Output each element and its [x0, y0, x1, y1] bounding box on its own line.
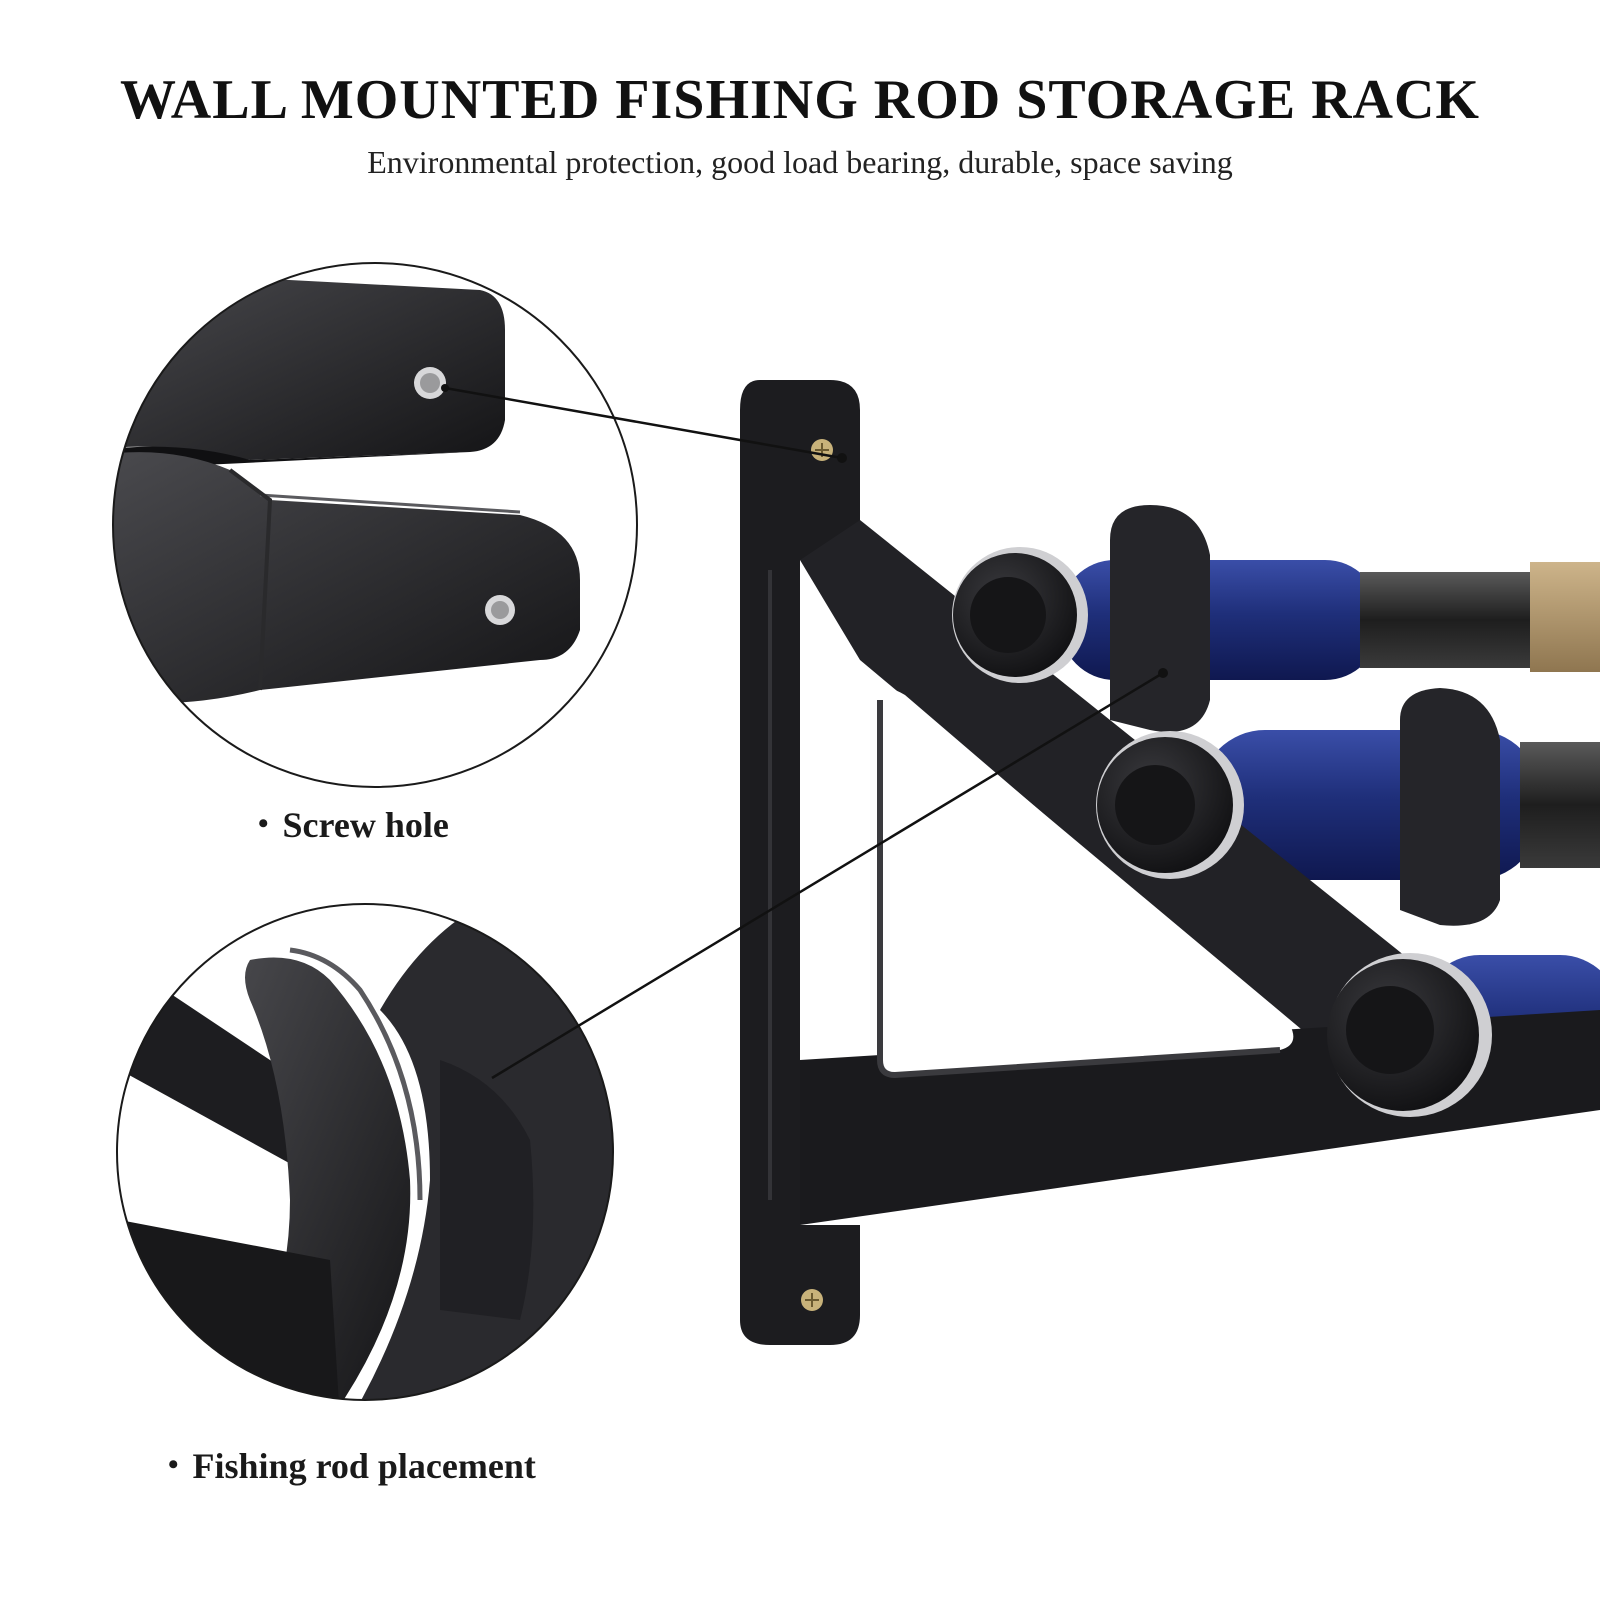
rack-main	[740, 380, 1600, 1345]
leader-line-rod-placement	[491, 668, 1168, 1080]
callout-rod-placement: • Fishing rod placement	[168, 1448, 536, 1484]
rack-triangle-cutout	[880, 688, 1294, 1075]
detail-circle-rod-placement	[116, 903, 614, 1401]
screw-top	[811, 439, 833, 461]
page-title: WALL MOUNTED FISHING ROD STORAGE RACK	[120, 69, 1480, 131]
rod-end-cap-middle	[1096, 731, 1244, 879]
page-subtitle: Environmental protection, good load bear…	[367, 144, 1233, 180]
detail-circle-screw-hole	[112, 262, 638, 788]
screw-bottom	[801, 1289, 823, 1311]
leader-line-screw-hole	[441, 384, 847, 463]
rod-holder-hook-2	[1400, 688, 1500, 926]
rod-end-cap-bottom	[1327, 953, 1492, 1117]
callout-label: Screw hole	[282, 805, 449, 845]
callout-label: Fishing rod placement	[192, 1446, 536, 1486]
bullet-icon: •	[168, 1448, 179, 1481]
rod-end-cap-top	[952, 547, 1088, 683]
bullet-icon: •	[258, 807, 269, 840]
callout-screw-hole: • Screw hole	[258, 807, 449, 843]
rod-holder-hook-1	[1110, 505, 1210, 732]
